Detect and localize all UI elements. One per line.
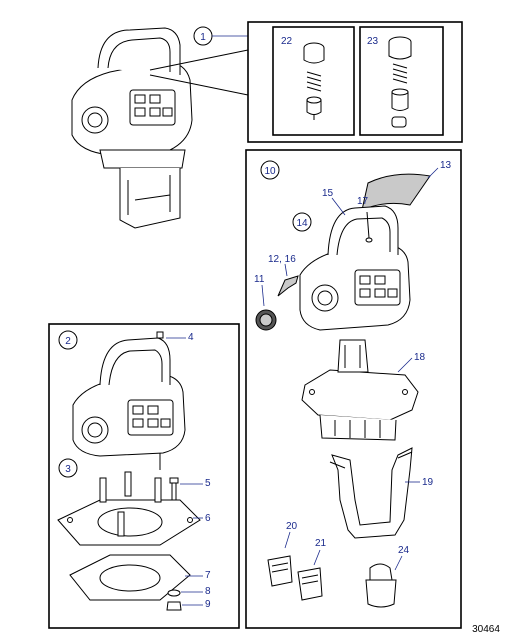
svg-text:7: 7	[205, 570, 211, 581]
svg-text:24: 24	[398, 545, 410, 556]
svg-text:6: 6	[205, 513, 211, 524]
control-unit-assembly-10	[299, 205, 411, 331]
svg-text:4: 4	[188, 332, 194, 343]
part-13-cover: 13	[361, 160, 452, 211]
svg-text:18: 18	[414, 352, 426, 363]
svg-text:5: 5	[205, 478, 211, 489]
part-12-16-lever: 12, 16	[268, 254, 299, 297]
svg-text:21: 21	[315, 538, 327, 549]
svg-text:2: 2	[65, 336, 71, 347]
svg-text:11: 11	[254, 274, 265, 285]
kit-box-10	[245, 149, 462, 629]
svg-text:22: 22	[281, 36, 293, 47]
callout-15: 15	[322, 188, 346, 216]
svg-text:17: 17	[357, 196, 369, 207]
part-9-nut: 9	[166, 599, 211, 611]
svg-text:23: 23	[367, 36, 379, 47]
callout-3: 3	[58, 458, 78, 478]
part-19-bracket: 19	[329, 447, 434, 539]
part-8-washer: 8	[167, 586, 211, 597]
svg-text:14: 14	[296, 218, 308, 229]
control-unit-assembly-2	[72, 337, 186, 457]
svg-text:1: 1	[200, 32, 206, 43]
svg-text:15: 15	[322, 188, 334, 199]
svg-text:3: 3	[65, 464, 71, 475]
svg-text:10: 10	[264, 166, 276, 177]
part-7-gasket: 7	[69, 554, 211, 601]
part-6-mounting-plate: 6	[57, 471, 211, 546]
kit-box-2	[48, 323, 240, 629]
svg-text:9: 9	[205, 599, 211, 610]
callout-2: 2	[58, 330, 78, 350]
callout-10: 10	[260, 160, 280, 180]
part-17-pin: 17	[357, 196, 373, 243]
svg-text:20: 20	[286, 521, 298, 532]
part-23-plunger: 23	[367, 36, 412, 128]
callout-1: 1	[193, 26, 248, 46]
svg-text:19: 19	[422, 477, 434, 488]
part-21-connector: 21	[297, 538, 327, 601]
svg-text:8: 8	[205, 586, 211, 597]
callout-14: 14	[292, 212, 312, 232]
svg-text:12, 16: 12, 16	[268, 254, 296, 265]
control-unit-assembly-1	[71, 27, 193, 229]
svg-text:13: 13	[440, 160, 452, 171]
part-20-connector: 20	[267, 521, 298, 587]
part-22-plunger: 22	[281, 36, 325, 120]
part-11-knob: 11	[254, 274, 277, 331]
figure-number: 30464	[472, 624, 500, 635]
part-18-base-unit: 18	[301, 339, 426, 441]
detail-box-22-23	[247, 21, 463, 143]
part-24-plug: 24	[365, 545, 410, 608]
